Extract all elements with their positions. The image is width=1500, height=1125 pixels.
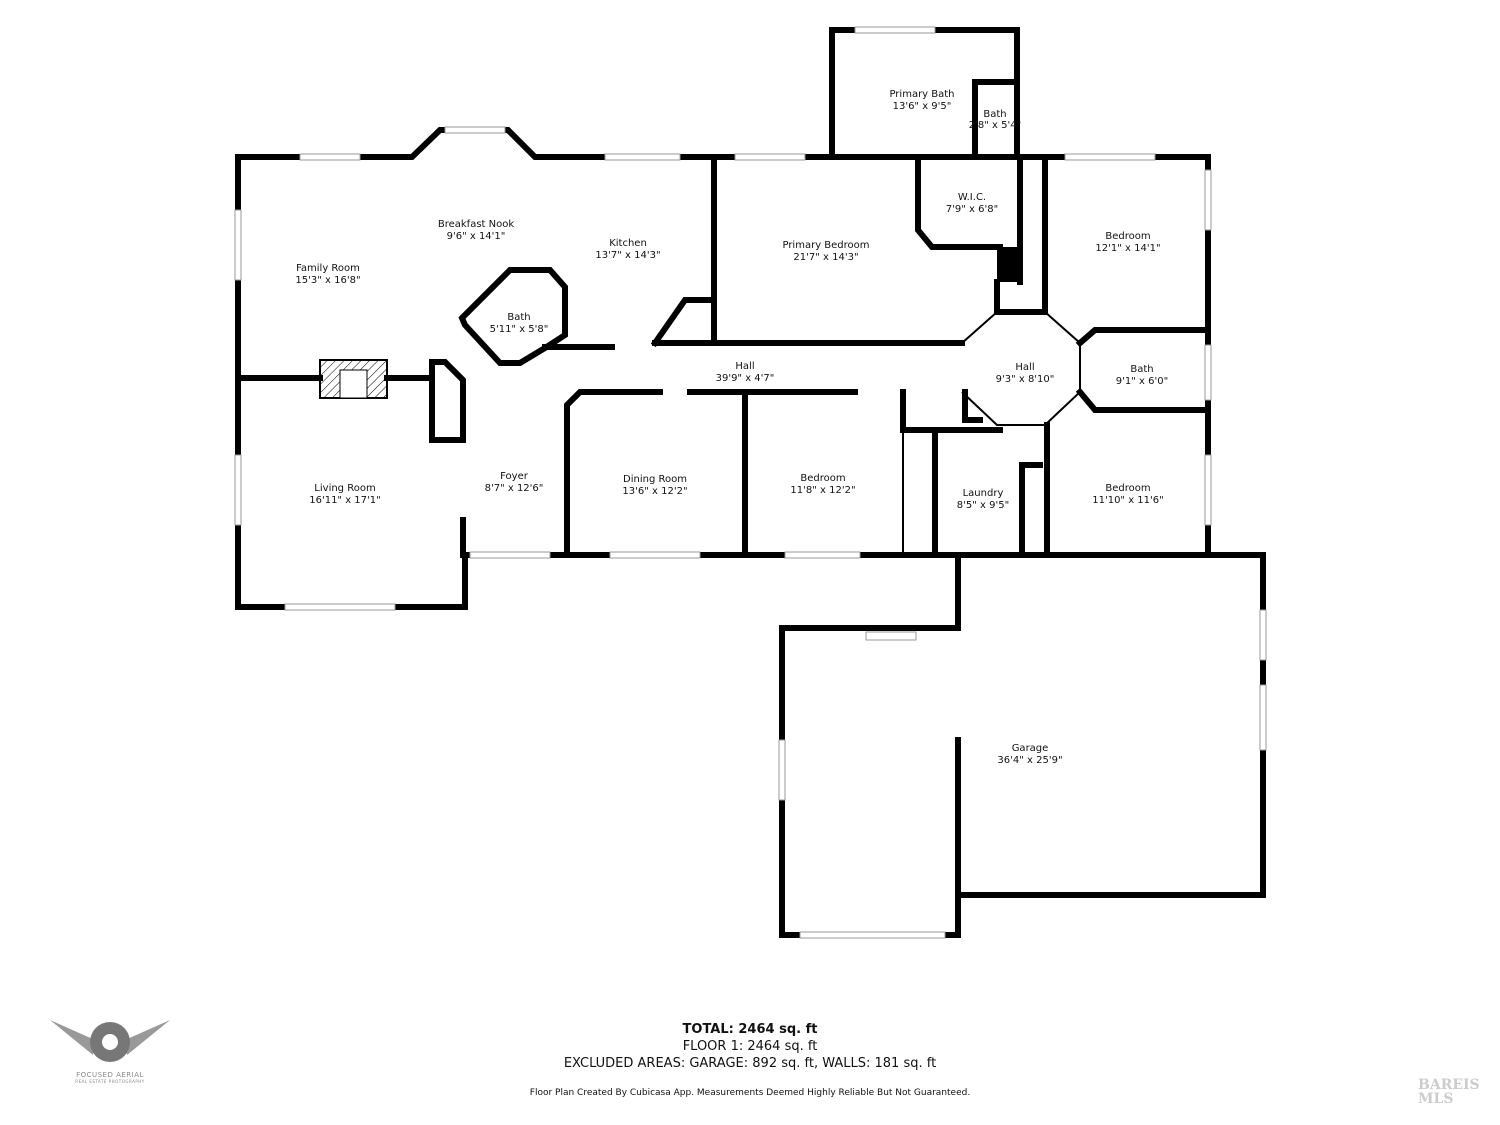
svg-text:8'7" x 12'6": 8'7" x 12'6" bbox=[485, 483, 544, 494]
room-name: Bath bbox=[983, 109, 1006, 120]
svg-text:39'9" x 4'7": 39'9" x 4'7" bbox=[716, 373, 775, 384]
room-name: Bedroom bbox=[1105, 483, 1150, 494]
svg-text:15'3" x 16'8": 15'3" x 16'8" bbox=[295, 275, 360, 286]
room-name: Kitchen bbox=[609, 238, 647, 249]
mls-logo: BAREIS MLS bbox=[1418, 1077, 1480, 1107]
disclaimer: Floor Plan Created By Cubicasa App. Meas… bbox=[529, 1088, 971, 1098]
svg-text:12'1" x 14'1": 12'1" x 14'1" bbox=[1095, 243, 1160, 254]
room-name: Family Room bbox=[296, 263, 360, 274]
svg-text:7'9" x 6'8": 7'9" x 6'8" bbox=[946, 204, 998, 215]
room-name: Bedroom bbox=[1105, 231, 1150, 242]
svg-text:11'8" x 12'2": 11'8" x 12'2" bbox=[790, 485, 855, 496]
svg-text:13'7" x 14'3": 13'7" x 14'3" bbox=[595, 250, 660, 261]
svg-text:8'5" x 9'5": 8'5" x 9'5" bbox=[957, 500, 1009, 511]
svg-text:2'8" x 5'4": 2'8" x 5'4" bbox=[969, 120, 1021, 131]
svg-text:9'3" x 8'10": 9'3" x 8'10" bbox=[996, 374, 1055, 385]
room-name: Bath bbox=[1130, 364, 1153, 375]
room-name: W.I.C. bbox=[958, 192, 986, 203]
svg-text:36'4" x 25'9": 36'4" x 25'9" bbox=[997, 755, 1062, 766]
room-name: Foyer bbox=[500, 471, 529, 482]
svg-text:21'7" x 14'3": 21'7" x 14'3" bbox=[793, 252, 858, 263]
room-name: Primary Bedroom bbox=[782, 240, 869, 251]
room-name: Primary Bath bbox=[889, 89, 954, 100]
windows bbox=[234, 26, 1267, 939]
room-name: Living Room bbox=[314, 483, 375, 494]
svg-text:13'6" x 12'2": 13'6" x 12'2" bbox=[622, 486, 687, 497]
winged-shutter-icon bbox=[50, 1020, 170, 1062]
svg-text:9'6" x 14'1": 9'6" x 14'1" bbox=[447, 231, 506, 242]
room-name: Bedroom bbox=[800, 473, 845, 484]
svg-text:5'11" x 5'8": 5'11" x 5'8" bbox=[490, 324, 549, 335]
svg-text:13'6" x 9'5": 13'6" x 9'5" bbox=[893, 101, 952, 112]
room-name: Breakfast Nook bbox=[438, 219, 514, 230]
excluded-areas: EXCLUDED AREAS: GARAGE: 892 sq. ft, WALL… bbox=[563, 1056, 937, 1071]
floor1-area: FLOOR 1: 2464 sq. ft bbox=[682, 1039, 818, 1054]
room-name: Bath bbox=[507, 312, 530, 323]
room-name: Garage bbox=[1012, 743, 1049, 754]
focused-aerial-logo: FOCUSED AERIAL REAL ESTATE PHOTOGRAPHY bbox=[45, 1015, 175, 1084]
room-name: Hall bbox=[735, 361, 754, 372]
room-name: Dining Room bbox=[623, 474, 687, 485]
room-name: Laundry bbox=[963, 488, 1004, 499]
room-name: Hall bbox=[1015, 362, 1034, 373]
total-area: TOTAL: 2464 sq. ft bbox=[682, 1022, 818, 1037]
svg-text:16'11" x 17'1": 16'11" x 17'1" bbox=[309, 495, 381, 506]
svg-text:11'10" x 11'6": 11'10" x 11'6" bbox=[1092, 495, 1164, 506]
svg-text:9'1" x 6'0": 9'1" x 6'0" bbox=[1116, 376, 1168, 387]
